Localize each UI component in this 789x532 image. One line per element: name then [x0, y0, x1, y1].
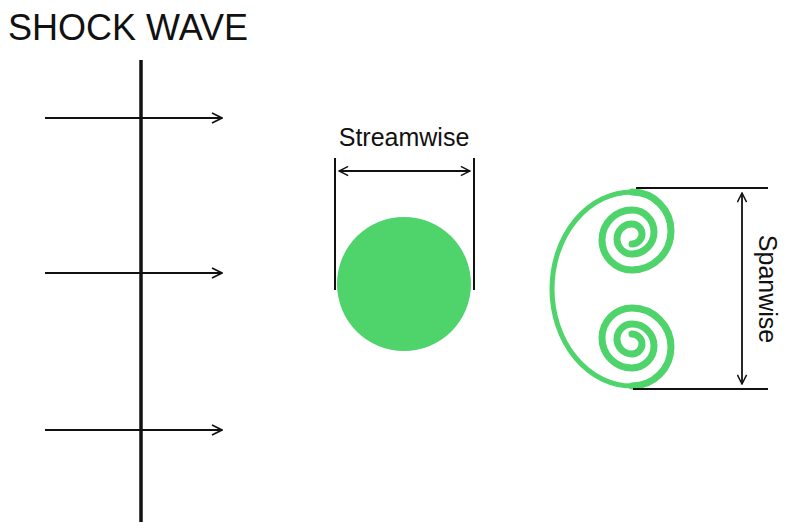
dimension-label: Streamwise: [339, 125, 470, 150]
extension-line: [334, 158, 336, 290]
shock-wave-line: [139, 60, 143, 522]
vortex-spiral: [602, 192, 671, 270]
gas-cylinder: [337, 217, 471, 351]
vortex-spiral: [602, 308, 671, 386]
extension-line: [633, 388, 768, 390]
shock-wave-label: SHOCK WAVE: [8, 10, 248, 46]
extension-line: [473, 158, 475, 290]
dimension-arrow: [741, 193, 743, 384]
flow-arrow: [45, 272, 222, 274]
flow-arrow: [45, 429, 222, 431]
extension-line: [636, 187, 768, 189]
flow-arrow: [45, 117, 222, 119]
dimension-arrow: [339, 170, 470, 172]
dimension-label: Spanwise: [755, 235, 780, 343]
deformed-cylinder: [552, 192, 632, 386]
